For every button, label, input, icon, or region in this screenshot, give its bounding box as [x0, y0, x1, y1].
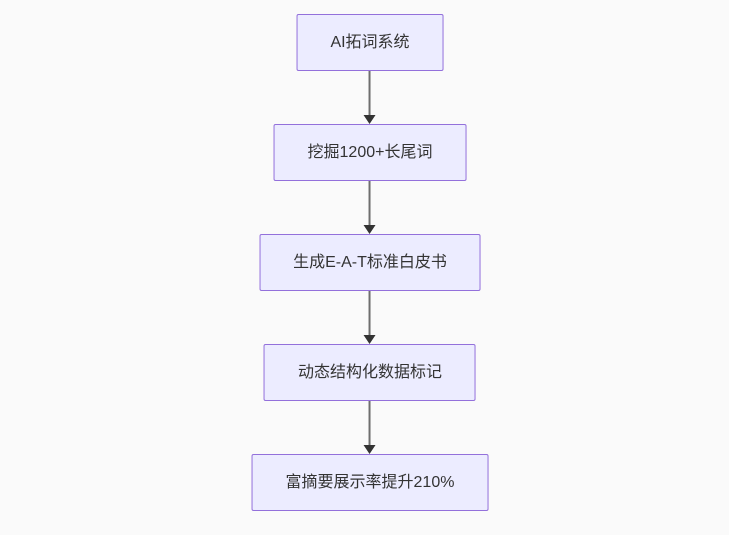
flowchart-column: AI拓词系统 挖掘1200+长尾词 生成E-A-T标准白皮书 动态结构化数据标记: [251, 14, 489, 511]
flow-arrow-2-3: [363, 181, 377, 234]
node-label: 挖掘1200+长尾词: [307, 143, 433, 161]
flowchart-node-step-3: 生成E-A-T标准白皮书: [259, 234, 481, 291]
arrow-line: [369, 291, 371, 336]
flow-arrow-3-4: [363, 291, 377, 344]
arrowhead-down-icon: [364, 335, 376, 344]
node-label: 动态结构化数据标记: [297, 363, 442, 381]
arrow-line: [369, 401, 371, 446]
flowchart-node-step-5: 富摘要展示率提升210%: [251, 454, 489, 511]
flow-arrow-4-5: [363, 401, 377, 454]
arrowhead-down-icon: [364, 225, 376, 234]
node-label: AI拓词系统: [330, 33, 410, 51]
flowchart-node-step-2: 挖掘1200+长尾词: [273, 124, 467, 181]
arrowhead-down-icon: [364, 445, 376, 454]
node-label: 富摘要展示率提升210%: [285, 473, 455, 491]
arrowhead-down-icon: [364, 115, 376, 124]
node-label: 生成E-A-T标准白皮书: [293, 253, 447, 271]
flowchart-node-step-1: AI拓词系统: [296, 14, 444, 71]
arrow-line: [369, 181, 371, 226]
flowchart-node-step-4: 动态结构化数据标记: [263, 344, 476, 401]
arrow-line: [369, 71, 371, 116]
flow-arrow-1-2: [363, 71, 377, 124]
